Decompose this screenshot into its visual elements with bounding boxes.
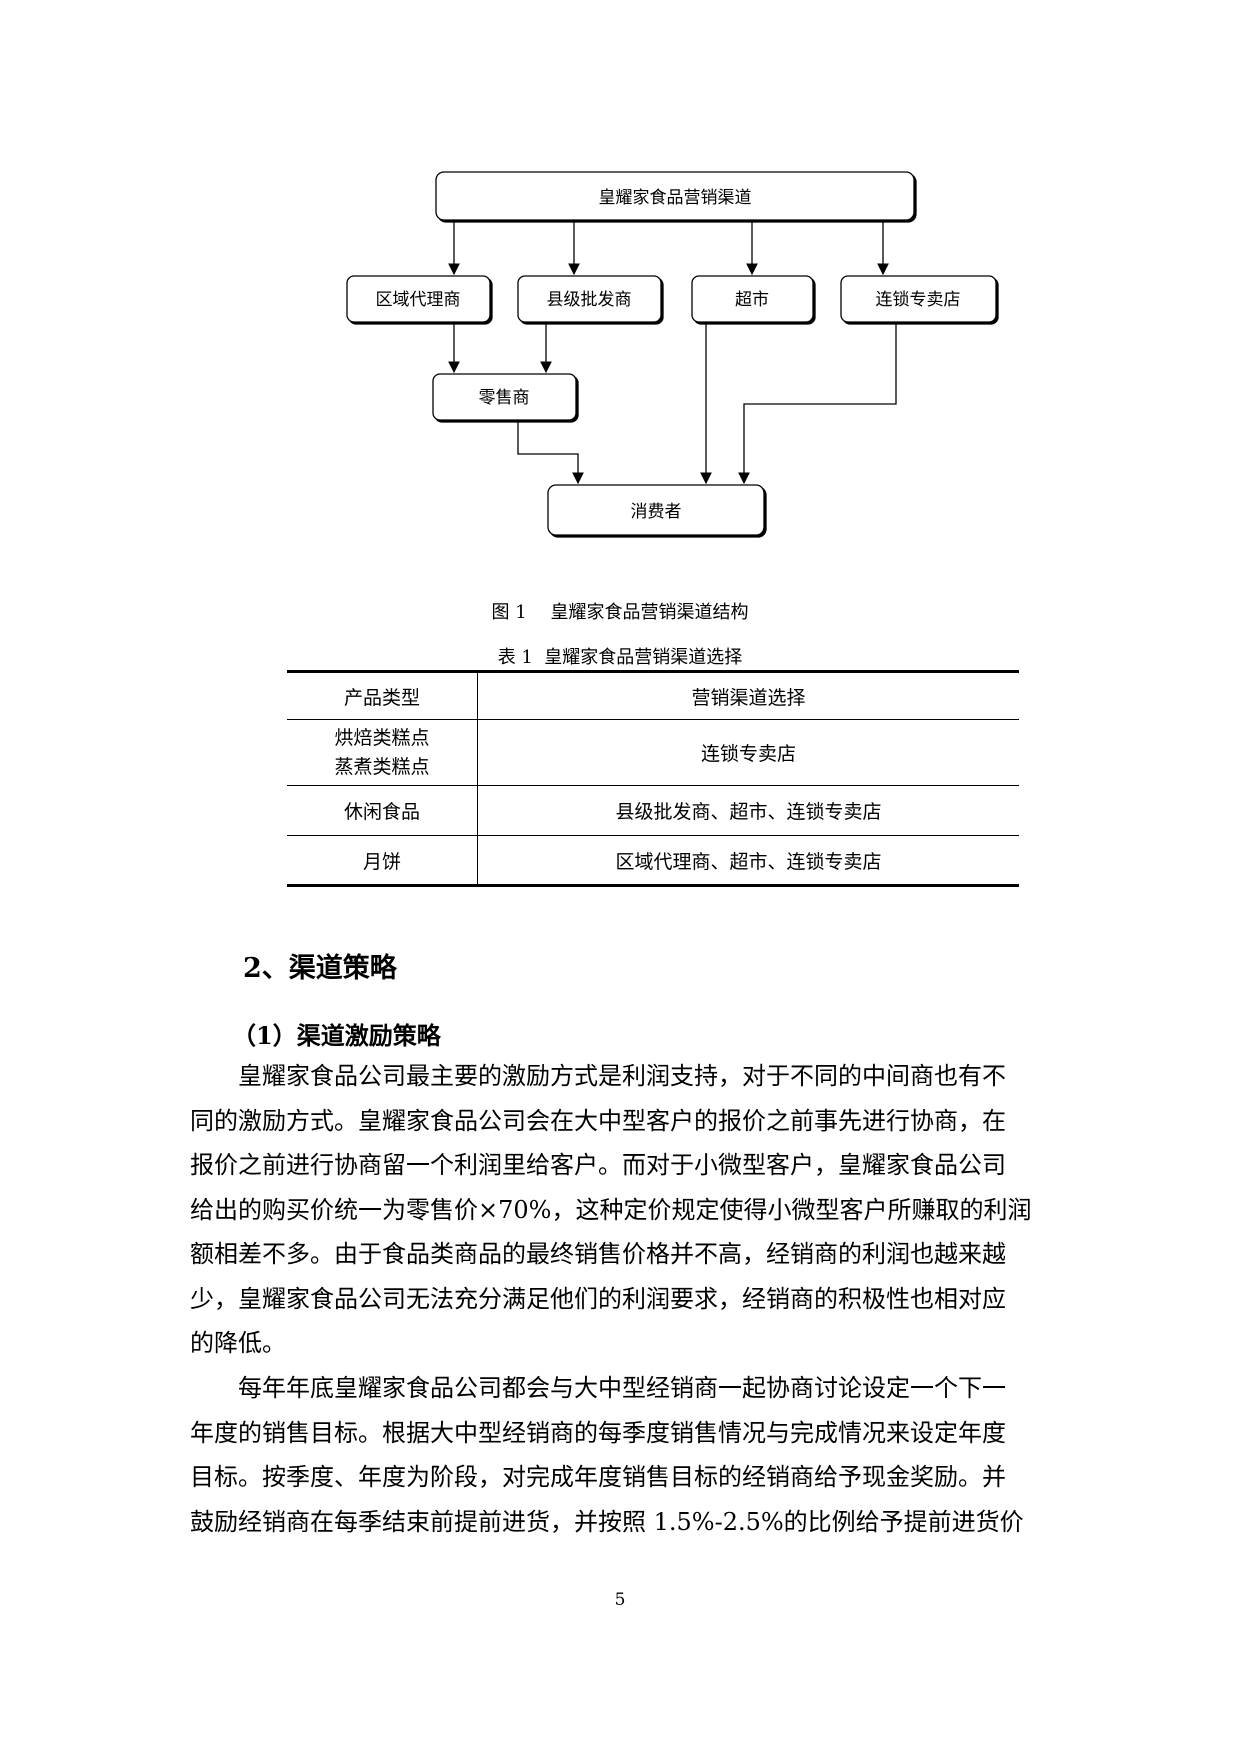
text-line: 皇耀家食品公司最主要的激励方式是利润支持，对于不同的中间商也有不 [190,1062,1006,1090]
cell-line: 蒸煮类糕点 [334,755,430,778]
subsection-heading: （1）渠道激励策略 [232,1021,441,1050]
text-line: 额相差不多。由于食品类商品的最终销售价格并不高，经销商的利润也越来越 [190,1240,1006,1268]
figure-caption: 图 1 皇耀家食品营销渠道结构 [491,602,749,623]
text-line: 少，皇耀家食品公司无法充分满足他们的利润要求，经销商的积极性也相对应 [190,1284,1006,1313]
paragraph-2: 每年年底皇耀家食品公司都会与大中型经销商一起协商讨论设定一个下一 年度的销售目标… [190,1366,1050,1544]
table-cell: 县级批发商、超市、连锁专卖店 [615,801,882,823]
channel-selection-table: 产品类型 营销渠道选择 烘焙类糕点 蒸煮类糕点 连锁专卖店 休闲食品 县级批发商… [287,670,1019,887]
node-supermarket: 超市 [735,290,769,310]
page-number: 5 [614,1590,626,1610]
table-cell: 休闲食品 [287,785,478,836]
paragraph-1: 皇耀家食品公司最主要的激励方式是利润支持，对于不同的中间商也有不 同的激励方式。… [190,1054,1050,1366]
channel-structure-diagram: 皇耀家食品营销渠道 区域代理商 县级批发商 超市 连锁专卖店 零售商 消费者 [346,171,999,538]
cell-line: 烘焙类糕点 [334,726,430,749]
table-cell: 烘焙类糕点 蒸煮类糕点 [287,719,478,786]
table-cell: 连锁专卖店 [700,743,796,765]
table-header-cell: 营销渠道选择 [691,686,806,709]
text-line: 报价之前进行协商留一个利润里给客户。而对于小微型客户，皇耀家食品公司 [190,1151,1006,1179]
node-regional-agent: 区域代理商 [376,290,461,310]
text-line: 目标。按季度、年度为阶段，对完成年度销售目标的经销商给予现金奖励。并 [190,1463,1006,1491]
node-consumer: 消费者 [631,502,682,522]
table-row: 烘焙类糕点 蒸煮类糕点 连锁专卖店 [287,719,1019,786]
node-chain-store: 连锁专卖店 [876,290,961,310]
text-line: 鼓励经销商在每季结束前提前进货，并按照 1.5%-2.5%的比例给予提前进货价 [190,1507,1024,1536]
section-heading: 2、渠道策略 [243,953,397,984]
text-line: 同的激励方式。皇耀家食品公司会在大中型客户的报价之前事先进行协商，在 [190,1106,1006,1135]
text-line: 年度的销售目标。根据大中型经销商的每季度销售情况与完成情况来设定年度 [190,1418,1006,1447]
node-retailer: 零售商 [479,388,530,408]
text-line: 给出的购买价统一为零售价×70%，这种定价规定使得小微型客户所赚取的利润 [190,1195,1032,1224]
table-row: 月饼 区域代理商、超市、连锁专卖店 [287,835,1019,886]
table-cell: 区域代理商、超市、连锁专卖店 [615,850,882,873]
table-row: 休闲食品 县级批发商、超市、连锁专卖店 [287,785,1019,836]
node-county-wholesaler: 县级批发商 [547,290,632,310]
table-caption: 表 1 皇耀家食品营销渠道选择 [497,647,743,668]
table-cell: 月饼 [287,835,478,886]
node-top: 皇耀家食品营销渠道 [599,188,752,208]
table-header-row: 产品类型 营销渠道选择 [287,671,1019,720]
table-header-cell: 产品类型 [287,671,478,720]
text-line: 的降低。 [190,1329,286,1357]
text-line: 每年年底皇耀家食品公司都会与大中型经销商一起协商讨论设定一个下一 [190,1374,1006,1402]
